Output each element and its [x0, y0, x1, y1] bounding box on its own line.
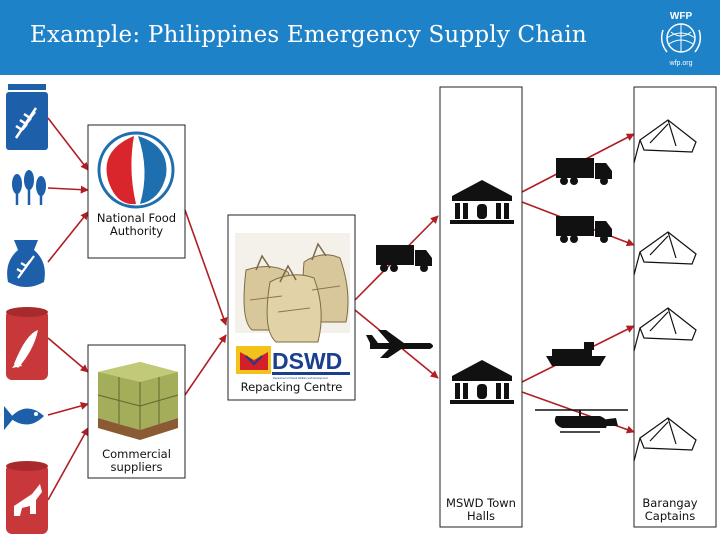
town-hall-icon	[450, 360, 514, 404]
nfa-label: National Food Authority	[96, 211, 177, 238]
commercial-box	[87, 344, 186, 479]
truck-icon	[556, 158, 612, 185]
town-hall-icon	[450, 180, 514, 224]
repacking-label: Repacking Centre	[240, 380, 343, 394]
truck-icon	[376, 245, 432, 272]
grain-bag-icon	[7, 240, 45, 287]
barangay-label: Barangay Captains	[642, 496, 698, 523]
ship-icon	[546, 342, 606, 366]
header-bar: Example: Philippines Emergency Supply Ch…	[0, 0, 720, 75]
town-halls-label: MSWD Town Halls	[446, 496, 516, 523]
repacking-box	[227, 214, 356, 401]
wfp-logo-text: WFP	[670, 11, 693, 22]
nfa-logo	[97, 131, 175, 209]
dswd-logo-subtext: Department of Social Welfare and Develop…	[273, 376, 328, 380]
wfp-logo: WFP wfp.org	[655, 8, 707, 68]
plane-icon	[366, 330, 433, 358]
slide-title: Example: Philippines Emergency Supply Ch…	[30, 22, 587, 48]
nfa-box	[87, 124, 186, 259]
pallet-boxes-icon	[97, 362, 179, 440]
wfp-logo-subtext: wfp.org	[669, 60, 693, 67]
wheat-icon	[12, 170, 46, 205]
truck-icon	[556, 216, 612, 243]
tent-icon	[633, 119, 697, 164]
town-halls-column	[439, 86, 523, 528]
fish-icon	[4, 406, 44, 430]
meat-can-icon	[6, 461, 48, 534]
dswd-logo-text: DSWD	[272, 348, 342, 374]
fish-can-icon	[6, 307, 48, 380]
barangay-column	[633, 86, 717, 528]
tent-icon	[633, 417, 697, 462]
helicopter-icon	[535, 409, 628, 433]
dswd-logo: DSWD Department of Social Welfare and De…	[236, 346, 350, 380]
commercial-label: Commercial suppliers	[102, 447, 171, 474]
tent-icon	[633, 307, 697, 352]
rice-sacks-image	[235, 233, 350, 343]
tent-icon	[633, 231, 697, 276]
wheat-sack-icon	[6, 84, 48, 150]
